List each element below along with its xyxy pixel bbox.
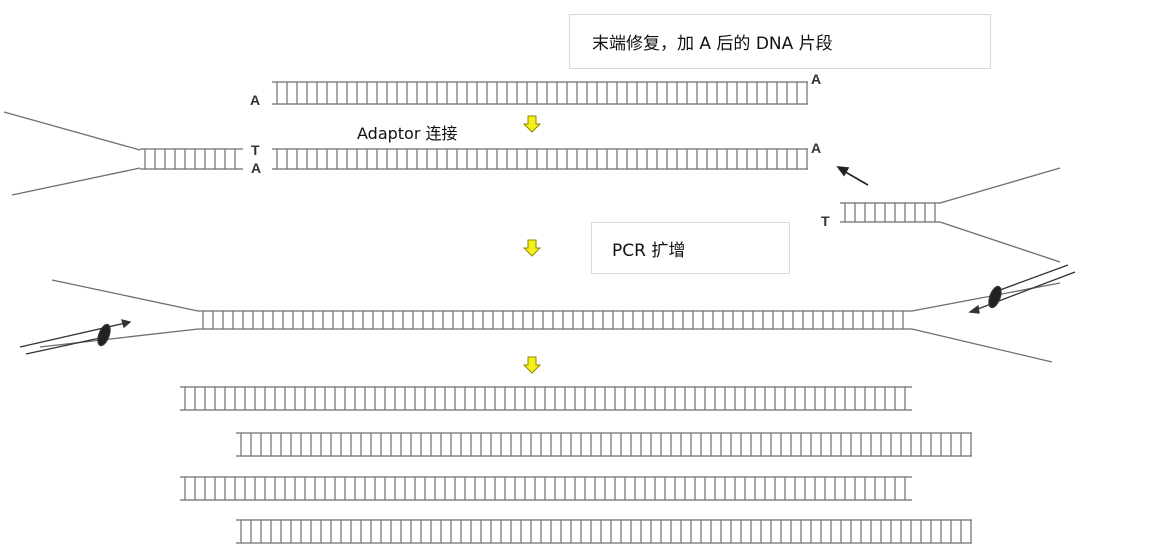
right-primer-line-2 (999, 264, 1069, 291)
pcr-product (236, 519, 972, 544)
pcr-right-arm-bottom (911, 328, 1053, 363)
base-label: T (251, 142, 260, 158)
right-adaptor-duplex (840, 202, 940, 223)
pcr-left-arm-top (51, 279, 199, 312)
base-label: A (811, 140, 822, 156)
base-label: A (250, 92, 261, 108)
pcr-template (198, 310, 912, 330)
left-primer-line-2 (25, 337, 101, 355)
base-label: A (251, 160, 262, 176)
pcr-right-arm-top (911, 282, 1061, 312)
end-repair-label-box: 末端修复，加 A 后的 DNA 片段 (569, 14, 991, 69)
right-adaptor-strand-top (939, 167, 1061, 204)
pointer-arrow-icon (836, 166, 869, 186)
down-arrow-icon (522, 239, 542, 257)
pcr-label-box: PCR 扩增 (591, 222, 790, 274)
left-primer-head (121, 319, 132, 329)
pcr-left-arm-bottom (39, 328, 199, 348)
pcr-product (180, 386, 912, 411)
pcr-product (180, 476, 912, 501)
ligation-fragment (272, 148, 808, 170)
primer-icon (988, 285, 1002, 309)
dna-fragments (140, 81, 972, 544)
left-adaptor-strand-bottom (11, 167, 141, 196)
right-primer-line-1 (969, 271, 1076, 313)
base-label: T (821, 213, 830, 229)
pcr-label: PCR 扩增 (612, 240, 686, 261)
down-arrow-icon (522, 115, 542, 133)
end-repair-label: 末端修复，加 A 后的 DNA 片段 (592, 34, 833, 54)
adaptor-ligation-label: Adaptor 连接 (357, 124, 458, 143)
pcr-product (236, 432, 972, 457)
down-arrow-icon (522, 356, 542, 374)
base-label: A (811, 71, 822, 87)
left-adaptor-strand-top (3, 111, 141, 151)
end-repaired-fragment (272, 81, 808, 105)
right-adaptor-strand-bottom (939, 221, 1061, 263)
primer-icon (97, 323, 111, 347)
right-primer-head (968, 304, 980, 314)
left-primer-line-1 (19, 321, 131, 348)
primers (19, 264, 1076, 355)
left-adaptor-duplex (140, 148, 243, 170)
step-arrows (522, 115, 542, 374)
